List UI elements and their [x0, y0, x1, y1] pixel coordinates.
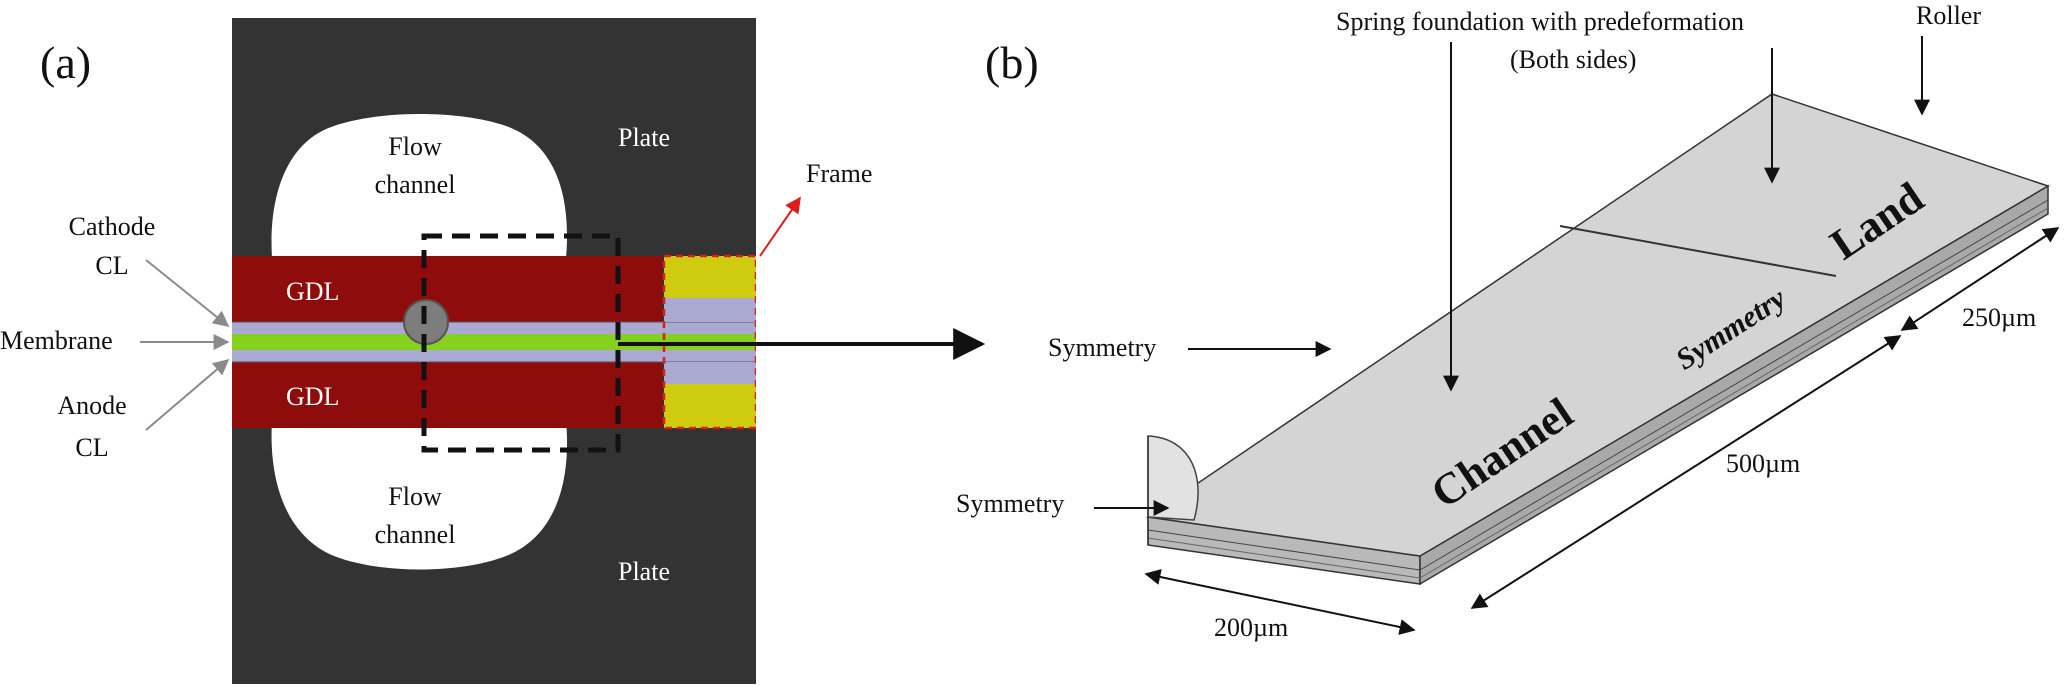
gdl-bottom-label: GDL: [286, 382, 339, 411]
zoom-region-box: [421, 233, 621, 453]
flow-channel-top-label-2: channel: [375, 170, 456, 199]
symmetry-top-label: Symmetry: [1048, 333, 1156, 362]
frame-bottom-block: [664, 384, 756, 428]
dim-250-label: 250µm: [1962, 303, 2036, 332]
frame-label: Frame: [806, 159, 872, 188]
anode-cl-layer: [232, 350, 756, 362]
symmetry-half-cylinder: [1147, 435, 1199, 521]
symmetry-bottom-label: Symmetry: [956, 489, 1064, 518]
cathode-label-2: CL: [95, 251, 128, 280]
cathode-arrow: [145, 259, 230, 328]
dim-200-arrow: [1144, 569, 1416, 635]
panel-a-label: (a): [40, 37, 91, 88]
frame-arrow: [759, 196, 801, 257]
spring-label-1: Spring foundation with predeformation: [1336, 7, 1744, 36]
frame-bottom-seal: [664, 362, 756, 384]
frame-top-block: [664, 256, 756, 298]
anode-label-2: CL: [75, 433, 108, 462]
panel-a: (a) Plate: [0, 18, 986, 684]
dim-500-arrow: [1470, 335, 1902, 609]
panel-b: (b) Channel Land Symmetry Spring foundat…: [956, 1, 2060, 642]
flow-channel-top: [271, 114, 568, 258]
spring-label-2: (Both sides): [1510, 45, 1636, 74]
gdl-top-layer: [232, 256, 662, 322]
frame-top-seal: [664, 298, 756, 322]
membrane-label: Membrane: [0, 326, 113, 355]
cathode-cl-layer: [232, 322, 756, 334]
plate-top-label: Plate: [618, 123, 670, 152]
cathode-label-1: Cathode: [69, 212, 156, 241]
flow-channel-bottom: [271, 420, 568, 570]
flow-channel-bottom-label-1: Flow: [388, 482, 442, 511]
slab-top-face: [1145, 93, 2050, 557]
flow-channel-top-label-1: Flow: [388, 132, 442, 161]
roller-label: Roller: [1916, 1, 1981, 30]
panel-b-label: (b): [985, 37, 1039, 88]
dim-250-arrow: [1900, 227, 2060, 331]
plate-bottom-label: Plate: [618, 557, 670, 586]
channel-land-boundary: [1559, 225, 1837, 277]
gdl-bottom-layer: [232, 362, 662, 428]
dim-500-label: 500µm: [1726, 449, 1800, 478]
anode-arrow: [145, 358, 230, 431]
gdl-top-label: GDL: [286, 277, 339, 306]
flow-channel-bottom-label-2: channel: [375, 520, 456, 549]
dim-200-label: 200µm: [1214, 613, 1288, 642]
anode-label-1: Anode: [57, 391, 126, 420]
